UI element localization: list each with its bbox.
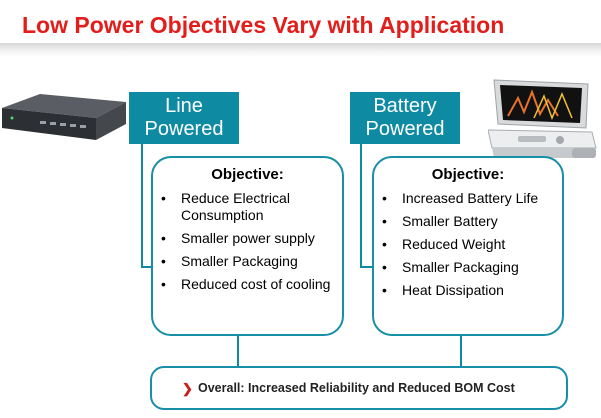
objective-title: Objective:	[211, 166, 284, 183]
list-item: • Smaller Battery	[374, 213, 554, 230]
bullet-icon: •	[161, 276, 166, 292]
line-powered-objective-box: Objective: • Reduce Electrical Consumptio…	[151, 156, 344, 336]
battery-powered-header-line1: Battery	[373, 95, 437, 117]
right-to-overall-connector	[460, 336, 462, 366]
list-item-label: Reduce Electrical Consumption	[181, 190, 290, 223]
overall-summary-box: ❯ Overall: Increased Reliability and Red…	[150, 366, 568, 410]
bullet-icon: •	[382, 190, 387, 206]
list-item-label: Smaller Packaging	[402, 259, 519, 275]
left-connector-vertical	[141, 144, 143, 268]
list-item-label: Reduced cost of cooling	[181, 276, 331, 292]
bullet-icon: •	[382, 213, 387, 229]
battery-powered-header-line2: Powered	[365, 118, 445, 140]
bullet-icon: •	[382, 259, 387, 275]
objective-list: • Increased Battery Life • Smaller Battery…	[374, 190, 554, 305]
portable-ultrasound-icon	[487, 78, 598, 162]
list-item: • Reduce Electrical Consumption	[153, 190, 338, 224]
network-appliance-icon	[0, 88, 128, 148]
list-item: • Heat Dissipation	[374, 282, 554, 299]
chevron-right-icon: ❯	[182, 381, 193, 396]
list-item: • Reduced cost of cooling	[153, 276, 338, 293]
bullet-icon: •	[161, 190, 166, 206]
left-to-overall-connector	[237, 336, 239, 366]
list-item-label: Increased Battery Life	[402, 190, 539, 206]
line-powered-header-line2: Powered	[144, 118, 224, 140]
list-item-label: Reduced Weight	[402, 236, 506, 252]
line-powered-header-line1: Line	[165, 95, 203, 117]
bullet-icon: •	[161, 253, 166, 269]
slide-title: Low Power Objectives Vary with Applicati…	[22, 12, 505, 38]
battery-powered-header: Battery Powered	[350, 92, 460, 144]
list-item: • Reduced Weight	[374, 236, 554, 253]
bullet-icon: •	[382, 236, 387, 252]
battery-powered-objective-box: Objective: • Increased Battery Life • Smal…	[372, 156, 564, 336]
right-connector-vertical	[360, 144, 362, 268]
right-connector-horizontal	[360, 266, 374, 268]
list-item-label: Heat Dissipation	[402, 282, 504, 298]
left-connector-horizontal	[141, 266, 153, 268]
list-item-label: Smaller Packaging	[181, 253, 298, 269]
bullet-icon: •	[161, 230, 166, 246]
list-item: • Smaller Packaging	[153, 253, 338, 270]
title-underline	[0, 43, 601, 57]
list-item-label: Smaller Battery	[402, 213, 498, 229]
list-item-label: Smaller power supply	[181, 230, 315, 246]
bullet-icon: •	[382, 282, 387, 298]
list-item: • Smaller power supply	[153, 230, 338, 247]
overall-summary-text: Overall: Increased Reliability and Reduc…	[198, 381, 515, 395]
line-powered-header: Line Powered	[129, 92, 239, 144]
list-item: • Smaller Packaging	[374, 259, 554, 276]
objective-title: Objective:	[431, 166, 505, 183]
list-item: • Increased Battery Life	[374, 190, 554, 207]
objective-list: • Reduce Electrical Consumption • Smaller …	[153, 190, 338, 299]
